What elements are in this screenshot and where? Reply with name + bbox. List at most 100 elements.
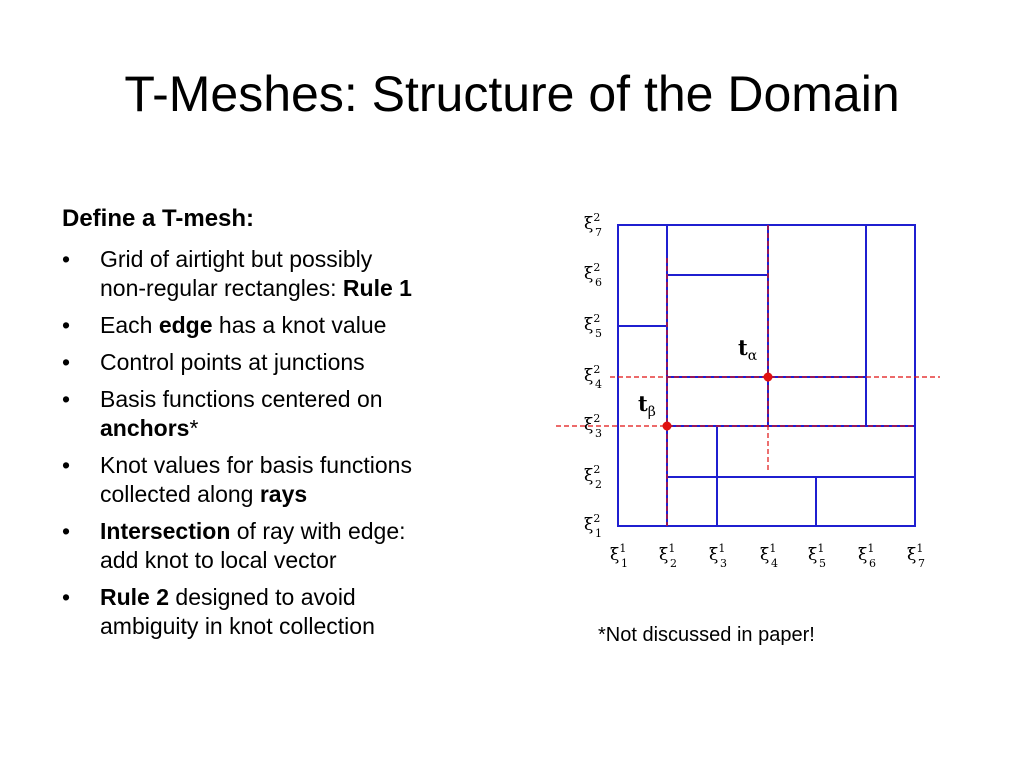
bullet-item: Control points at junctions <box>62 348 512 377</box>
y-knot-label: ξ2 4 <box>584 363 602 391</box>
knot-subscript: 5 <box>819 557 826 570</box>
anchor-points <box>662 372 773 431</box>
anchor-t-alpha <box>763 372 773 382</box>
knot-superscript: 2 <box>593 512 600 525</box>
knot-symbol: ξ <box>584 366 593 386</box>
section-heading: Define a T-mesh: <box>62 205 255 232</box>
mesh-boundary <box>617 224 916 527</box>
bullet-item: Basis functions centered on anchors* <box>62 385 512 443</box>
bullet-text: non-regular rectangles: <box>100 275 343 301</box>
bullet-text: has a knot value <box>212 312 387 338</box>
y-knot-label: ξ2 2 <box>584 463 602 491</box>
knot-subscript: 3 <box>720 557 727 570</box>
bullet-text: Each <box>100 312 159 338</box>
bullet-keyword: rays <box>259 481 308 507</box>
knot-symbol: ξ <box>584 466 593 486</box>
knot-symbol: ξ <box>709 545 718 565</box>
knot-superscript: 1 <box>619 542 626 555</box>
knot-subscript: 2 <box>670 557 677 570</box>
x-knot-label: ξ1 1 <box>610 542 628 570</box>
bullet-item: Rule 2 designed to avoid ambiguity in kno… <box>62 583 512 641</box>
knot-subscript: 3 <box>595 427 602 440</box>
slide-title: T-Meshes: Structure of the Domain <box>124 66 900 122</box>
x-knot-label: ξ1 3 <box>709 542 727 570</box>
bullet-text: add knot to local vector <box>100 547 337 573</box>
bullet-text: collected along <box>100 481 260 507</box>
knot-superscript: 1 <box>668 542 675 555</box>
knot-superscript: 1 <box>769 542 776 555</box>
knot-superscript: 2 <box>593 412 600 425</box>
y-knot-label: ξ2 5 <box>584 312 602 340</box>
knot-symbol: ξ <box>760 545 769 565</box>
knot-superscript: 2 <box>593 312 600 325</box>
knot-symbol: ξ <box>584 264 593 284</box>
knot-subscript: 6 <box>869 557 876 570</box>
anchor-label-t-alpha: tα <box>738 335 758 364</box>
knot-subscript: 1 <box>595 527 602 540</box>
knot-superscript: 1 <box>817 542 824 555</box>
x-knot-label: ξ1 6 <box>858 542 876 570</box>
anchor-label-sub: α <box>748 348 758 364</box>
bullet-text: of ray with edge: <box>230 518 406 544</box>
anchor-label-sub: β <box>648 404 656 420</box>
content-panel: Define a T-mesh: Grid of airtight but po… <box>62 203 512 649</box>
knot-superscript: 2 <box>593 261 600 274</box>
knot-subscript: 5 <box>595 327 602 340</box>
bullet-text: Knot values for basis functions <box>100 452 412 478</box>
knot-subscript: 6 <box>595 276 602 289</box>
bullet-text: Basis functions centered on <box>100 386 383 412</box>
knot-symbol: ξ <box>584 415 593 435</box>
knot-subscript: 7 <box>918 557 925 570</box>
bullet-text: Grid of airtight but possibly <box>100 246 373 272</box>
y-knot-label: ξ2 3 <box>584 412 602 440</box>
anchor-t-beta <box>662 421 672 431</box>
knot-symbol: ξ <box>858 545 867 565</box>
knot-symbol: ξ <box>584 315 593 335</box>
x-knot-label: ξ1 4 <box>760 542 778 570</box>
bullet-item: Grid of airtight but possibly non-regular… <box>62 245 512 303</box>
bullet-keyword: anchors <box>100 415 190 441</box>
bullet-list: Grid of airtight but possibly non-regular… <box>62 245 512 641</box>
bullet-text: ambiguity in knot collection <box>100 613 375 639</box>
knot-subscript: 4 <box>595 378 602 391</box>
knot-symbol: ξ <box>659 545 668 565</box>
y-knot-label: ξ2 1 <box>584 512 602 540</box>
footnote: *Not discussed in paper! <box>598 624 815 646</box>
bullet-keyword: Rule 1 <box>342 275 412 301</box>
knot-symbol: ξ <box>584 214 593 234</box>
bullet-text: Control points at junctions <box>100 349 365 375</box>
bullet-item: Knot values for basis functions collected… <box>62 451 512 509</box>
knot-symbol: ξ <box>610 545 619 565</box>
bullet-text: designed to avoid <box>169 584 356 610</box>
bullet-item: Intersection of ray with edge: add knot t… <box>62 517 512 575</box>
knot-subscript: 2 <box>595 478 602 491</box>
knot-superscript: 1 <box>867 542 874 555</box>
knot-superscript: 2 <box>593 363 600 376</box>
x-knot-label: ξ1 5 <box>808 542 826 570</box>
y-knot-label: ξ2 6 <box>584 261 602 289</box>
anchor-label-t-beta: tβ <box>638 391 656 420</box>
bullet-text: * <box>189 415 199 441</box>
knot-symbol: ξ <box>808 545 817 565</box>
x-knot-label: ξ1 7 <box>907 542 925 570</box>
anchor-label-main: t <box>638 391 648 416</box>
bullet-item: Each edge has a knot value <box>62 311 512 340</box>
knot-subscript: 7 <box>595 226 602 239</box>
knot-superscript: 1 <box>718 542 725 555</box>
knot-superscript: 1 <box>916 542 923 555</box>
knot-subscript: 1 <box>621 557 628 570</box>
knot-superscript: 2 <box>593 211 600 224</box>
anchor-rays <box>556 225 940 526</box>
knot-superscript: 2 <box>593 463 600 476</box>
knot-symbol: ξ <box>584 515 593 535</box>
anchor-label-main: t <box>738 335 748 360</box>
knot-subscript: 4 <box>771 557 778 570</box>
bullet-keyword: edge <box>158 312 213 338</box>
bullet-keyword: Rule 2 <box>100 584 170 610</box>
knot-symbol: ξ <box>907 545 916 565</box>
bullet-keyword: Intersection <box>100 518 231 544</box>
